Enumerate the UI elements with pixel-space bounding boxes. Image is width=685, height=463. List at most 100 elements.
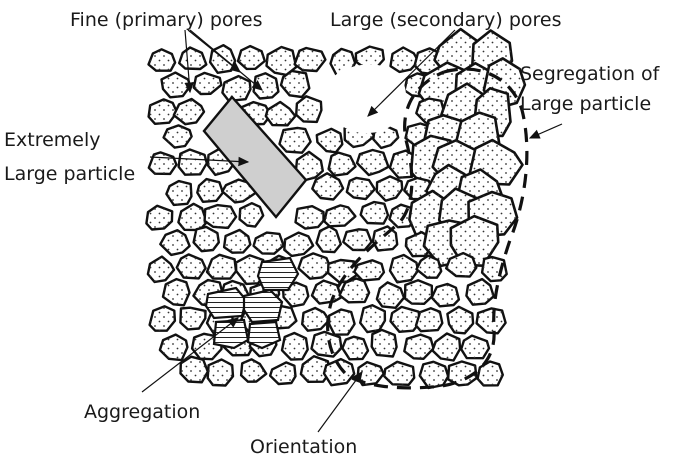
soil-grain-texture — [312, 173, 344, 200]
soil-grain-texture — [372, 226, 398, 251]
soil-grain-texture — [163, 279, 190, 306]
soil-grain-texture — [166, 181, 192, 205]
soil-grain-texture — [390, 47, 419, 72]
soil-grain-texture — [146, 205, 173, 230]
extremely-large-label-line1: Extremely — [4, 129, 101, 151]
soil-grain-texture — [311, 331, 342, 357]
soil-grain-texture — [178, 203, 207, 231]
soil-grain-texture — [298, 253, 332, 279]
soil-grain-texture — [197, 179, 223, 202]
soil-grain-texture — [416, 255, 442, 278]
soil-grain-texture — [324, 205, 356, 227]
soil-grain-texture — [295, 151, 323, 181]
soil-grain-texture — [296, 96, 322, 122]
soil-grain-texture — [279, 127, 311, 153]
soil-grain-texture — [461, 335, 489, 359]
soil-grain-texture — [357, 362, 384, 386]
soil-grain-texture — [371, 329, 397, 357]
soil-grain-texture — [265, 102, 296, 126]
soil-grain-texture — [357, 150, 389, 175]
soil-grain-texture — [207, 254, 236, 279]
aggregation-label: Aggregation — [84, 401, 200, 423]
soil-grain-texture — [294, 48, 326, 71]
soil-grain-texture — [207, 359, 233, 386]
fine-pores-leader-1 — [184, 29, 195, 94]
soil-grain-texture — [295, 206, 324, 229]
soil-grain-texture — [180, 307, 206, 330]
large-pores-leader — [367, 29, 456, 117]
soil-grain-texture — [328, 152, 356, 176]
soil-grain-texture — [270, 362, 296, 384]
soil-grain-texture — [329, 309, 355, 335]
soil-grain-texture — [316, 226, 341, 253]
soil-grain-texture — [432, 333, 461, 361]
soil-grain-texture — [253, 73, 279, 99]
soil-grain-texture — [476, 308, 506, 334]
soil-grain-texture — [376, 176, 403, 201]
soil-grain-texture — [238, 46, 265, 69]
soil-grain-texture — [193, 226, 219, 252]
soil-grain-texture — [300, 356, 330, 382]
soil-grain-texture — [179, 47, 207, 69]
soil-grain-texture — [324, 359, 355, 386]
soil-grain-texture — [404, 334, 434, 359]
soil-grain-texture — [342, 336, 368, 360]
soil-grain-texture — [253, 232, 284, 254]
soil-grain-texture — [147, 256, 174, 282]
soil-grain-texture — [405, 280, 432, 304]
fine-pores-leader-3 — [189, 29, 263, 91]
soil-grain-texture — [477, 361, 503, 386]
soil-grain-texture — [204, 205, 237, 228]
soil-grain-texture — [416, 308, 443, 332]
soil-grain-texture — [390, 255, 419, 283]
soil-grain-texture — [446, 253, 477, 277]
soil-grain-texture — [148, 49, 176, 71]
soil-grain-texture — [431, 284, 459, 307]
fine-pores-label: Fine (primary) pores — [70, 9, 263, 31]
soil-grain-texture — [176, 254, 206, 279]
soil-grain-texture — [173, 99, 204, 125]
soil-grain-texture — [193, 72, 222, 94]
soil-grain-texture — [159, 334, 188, 361]
soil-grain-texture — [282, 333, 308, 360]
soil-grain-texture — [448, 361, 477, 386]
soil-grain-texture — [346, 177, 375, 200]
leader-lines — [141, 29, 563, 433]
soil-grain-texture — [266, 47, 297, 75]
soil-grain-texture — [178, 149, 207, 175]
soil-grain-texture — [355, 46, 384, 69]
soil-grain-texture — [466, 279, 494, 305]
soil-grain-texture — [390, 306, 420, 332]
soil-grain-texture — [241, 359, 267, 382]
soil-grain-texture — [148, 99, 177, 124]
orientation-leader — [317, 371, 363, 433]
soil-grain-texture — [222, 179, 256, 203]
soil-grain-texture — [302, 308, 330, 331]
large-pores-label: Large (secondary) pores — [330, 9, 562, 31]
aggregation-cluster — [204, 256, 300, 350]
segregation-label-line1: Segregation of — [520, 63, 661, 85]
soil-grain-texture — [419, 361, 449, 388]
extremely-large-leader — [149, 156, 250, 167]
soil-grain-texture — [180, 356, 208, 383]
soil-grain-texture — [384, 361, 415, 385]
soil-grain-texture — [389, 150, 417, 178]
soil-grain-texture — [163, 125, 192, 148]
orientation-label: Orientation — [250, 436, 357, 458]
extremely-large-label-line2: Large particle — [4, 163, 135, 185]
soil-grain-texture — [343, 229, 372, 250]
segregation-leader — [528, 123, 563, 139]
segregation-label-line2: Large particle — [520, 93, 651, 115]
soil-grain-texture — [239, 203, 264, 227]
soil-grain-texture — [447, 306, 474, 334]
soil-grain-texture — [360, 202, 388, 224]
soil-grain-texture — [360, 305, 385, 333]
soil-grain-texture — [354, 260, 384, 281]
soil-grain-texture — [149, 306, 175, 331]
soil-grain-texture — [339, 278, 370, 303]
soil-grain-texture — [281, 70, 310, 97]
soil-grain-texture — [284, 232, 314, 256]
soil-grain-texture — [160, 230, 190, 255]
soil-grain-texture — [376, 282, 404, 308]
